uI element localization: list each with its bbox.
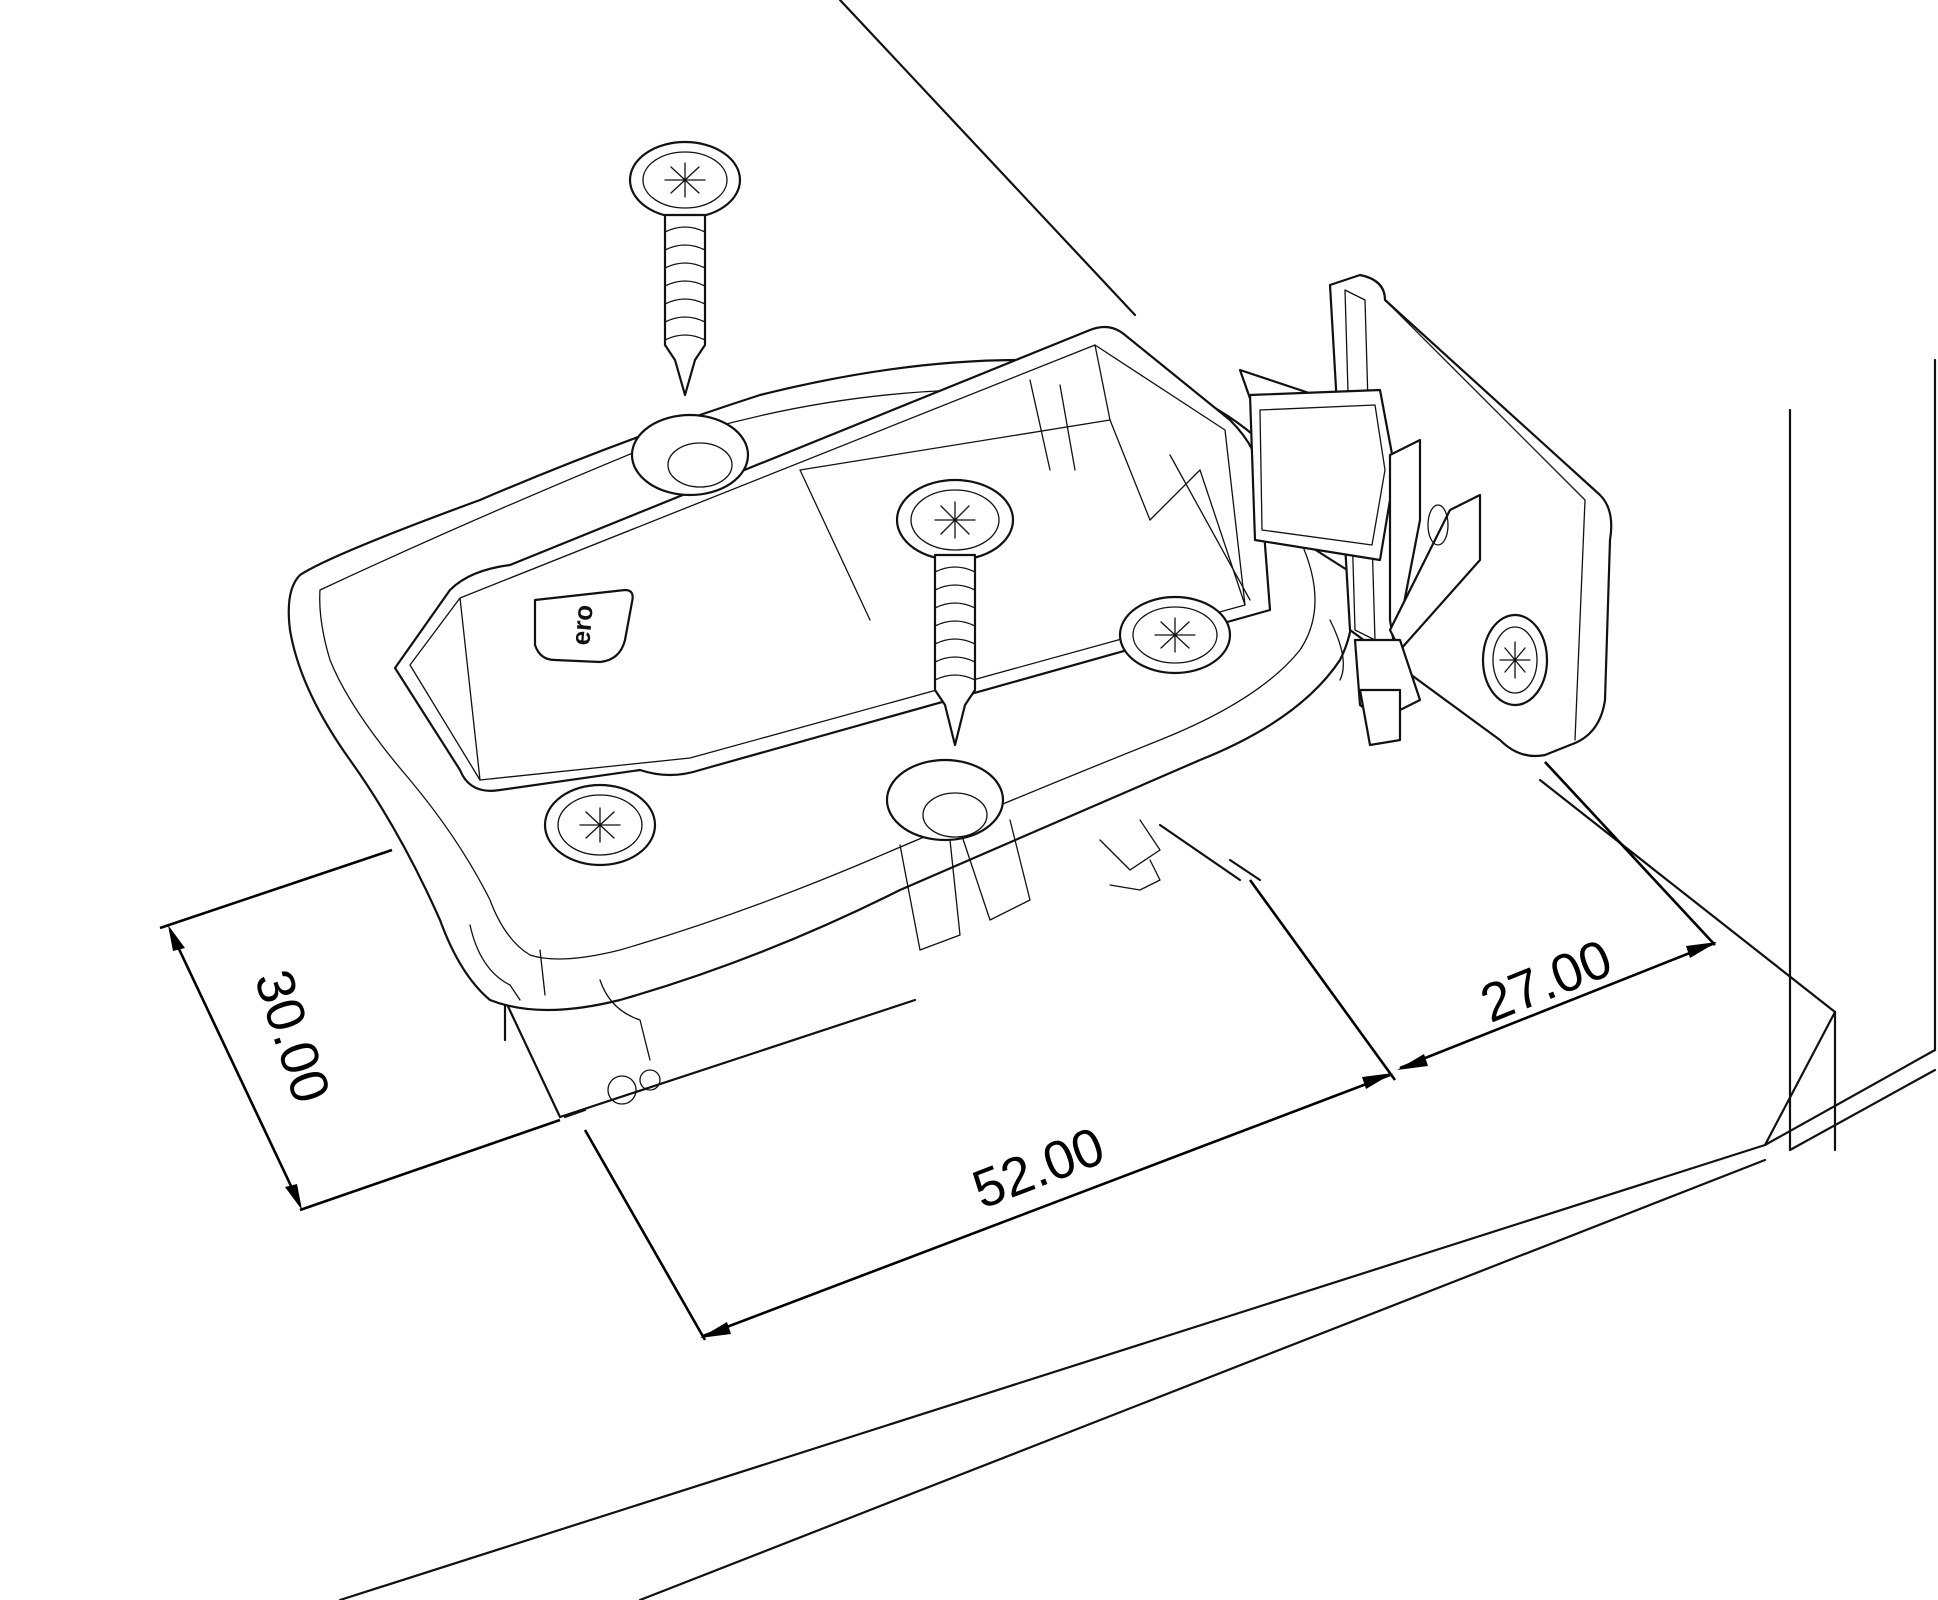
dim27-arrow-right [1686, 942, 1717, 958]
hinge-mechanism [599, 819, 1262, 1105]
mounting-holes [630, 413, 1005, 842]
screw-top-left [628, 140, 742, 397]
screw-head-arm [1481, 613, 1549, 707]
dimension-52-label: 52.00 [965, 1116, 1113, 1220]
dim52-arrow-left [700, 1322, 731, 1338]
screw-head-right [1118, 595, 1232, 675]
dim27-arrow-left [1397, 1054, 1428, 1070]
screw-head-left [543, 783, 657, 867]
dim30-arrow-bottom [285, 1184, 302, 1210]
screw-center [895, 478, 1015, 747]
cabinet-panel [338, 0, 1937, 1600]
logo-text: ero [565, 603, 598, 646]
dimension-30-label: 30.00 [243, 963, 342, 1110]
dimension-27-label: 27.00 [1472, 928, 1620, 1034]
dimension-27: 27.00 [1397, 761, 1717, 1070]
ero-logo: ero [533, 588, 634, 664]
dim30-arrow-top [168, 925, 185, 951]
dim52-arrow-right [1362, 1073, 1393, 1089]
